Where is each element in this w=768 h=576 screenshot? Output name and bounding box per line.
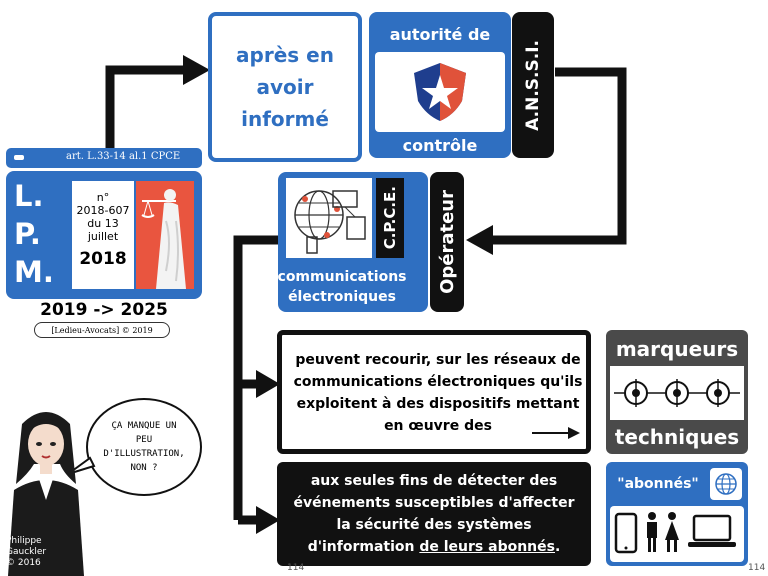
globe-icon bbox=[715, 473, 737, 495]
subscribers-label: "abonnés" bbox=[617, 476, 699, 492]
network-illustration bbox=[286, 178, 372, 258]
page-number-right: 114 bbox=[748, 563, 766, 573]
markers-top-label: marqueurs bbox=[615, 337, 739, 361]
lpm-letter-p: P. bbox=[14, 217, 41, 251]
operator-label: Opérateur bbox=[436, 190, 458, 294]
cpce-tag: C.P.C.E. bbox=[376, 178, 404, 258]
law-day: du 13 bbox=[87, 217, 119, 230]
devices-area bbox=[610, 506, 744, 562]
markers-panel: marqueurs techniques bbox=[606, 330, 748, 454]
top-box-text: après en avoir informé bbox=[236, 43, 334, 131]
globe-icon-box bbox=[710, 468, 742, 500]
lpm-ref-label: art. L.33-14 al.1 CPCE bbox=[66, 151, 181, 162]
text-box-purpose-text: aux seules fins de détecter des événemen… bbox=[287, 470, 581, 558]
authority-bottom-label: contrôle bbox=[402, 135, 478, 155]
operator-panel: C.P.C.E. communications électroniques bbox=[278, 172, 428, 312]
lpm-ref-bar: art. L.33-14 al.1 CPCE bbox=[6, 148, 202, 168]
authority-top-label: autorité de bbox=[389, 24, 491, 44]
author-credit: Philippe Gauckler © 2016 bbox=[6, 536, 66, 569]
shield-icon bbox=[414, 63, 466, 121]
markers-bottom-label: techniques bbox=[614, 425, 740, 449]
authority-panel: autorité de contrôle bbox=[369, 12, 511, 158]
anssi-side-tag: A.N.S.S.I. bbox=[512, 12, 554, 158]
author-first-name: Philippe bbox=[6, 536, 42, 546]
lpm-period: 2019 -> 2025 bbox=[40, 300, 168, 320]
law-month: juillet bbox=[87, 230, 119, 243]
anssi-side-label: A.N.S.S.I. bbox=[523, 39, 543, 131]
law-number: 2018-607 bbox=[76, 204, 130, 217]
top-box: après en avoir informé bbox=[208, 12, 362, 162]
purpose-underlined-text: de leurs abonnés bbox=[419, 539, 555, 555]
operator-tag: Opérateur bbox=[430, 172, 464, 312]
justice-illustration bbox=[136, 181, 194, 289]
anssi-logo bbox=[375, 52, 505, 132]
minus-icon bbox=[14, 155, 24, 160]
text-box-resources: peuvent recourir, sur les réseaux de com… bbox=[277, 330, 591, 454]
lawyer-character-illustration bbox=[8, 412, 84, 576]
law-number-label: n° bbox=[96, 191, 110, 204]
network-devices-icon bbox=[294, 190, 366, 254]
users-devices-icon bbox=[614, 512, 736, 554]
lpm-credit-box: [Ledieu-Avocats] © 2019 bbox=[34, 322, 170, 338]
speech-bubble: ÇA MANQUE UN PEU D'ILLUSTRATION, NON ? bbox=[86, 398, 202, 496]
page-number-center: 114 bbox=[287, 563, 305, 573]
justice-statue-icon bbox=[136, 181, 194, 289]
author-last-name: Gauckler bbox=[6, 547, 47, 557]
text-box-resources-text: peuvent recourir, sur les réseaux de com… bbox=[293, 352, 583, 434]
target-markers-icon bbox=[614, 379, 740, 407]
speech-text: ÇA MANQUE UN PEU D'ILLUSTRATION, NON ? bbox=[103, 421, 185, 473]
lpm-letter-m: M. bbox=[14, 255, 54, 289]
lpm-letters: L. P. M. bbox=[14, 177, 64, 291]
law-year: 2018 bbox=[79, 249, 127, 269]
markers-icons-area bbox=[610, 366, 744, 420]
arrow-right-icon bbox=[532, 427, 580, 439]
purpose-end-text: . bbox=[554, 539, 561, 555]
operator-caption: communications électroniques bbox=[277, 269, 407, 305]
text-box-purpose: aux seules fins de détecter des événemen… bbox=[277, 462, 591, 566]
lpm-card: L. P. M. n° 2018-607 du 13 juillet 2018 bbox=[6, 171, 202, 299]
lpm-credit: [Ledieu-Avocats] © 2019 bbox=[51, 325, 153, 335]
law-reference-box: n° 2018-607 du 13 juillet 2018 bbox=[72, 181, 134, 289]
author-year: © 2016 bbox=[6, 558, 41, 568]
purpose-main-text: aux seules fins de détecter des événemen… bbox=[293, 473, 575, 555]
cpce-label: C.P.C.E. bbox=[381, 186, 399, 250]
lpm-letter-l: L. bbox=[14, 179, 44, 213]
subscribers-panel: "abonnés" bbox=[606, 462, 748, 566]
